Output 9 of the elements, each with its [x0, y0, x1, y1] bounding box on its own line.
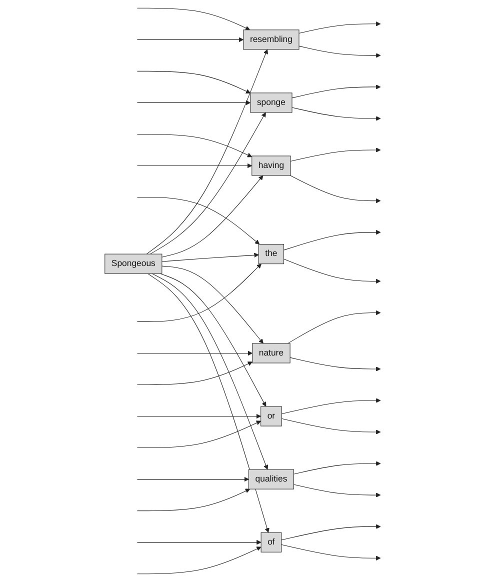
- word-box: of: [260, 532, 282, 552]
- word-box: qualities: [248, 469, 294, 490]
- word-box: or: [260, 406, 282, 426]
- word-box: sponge: [250, 92, 292, 113]
- word-box: the: [258, 244, 284, 264]
- word-box: having: [252, 156, 291, 176]
- word-box: nature: [252, 343, 290, 364]
- word-box: resembling: [243, 30, 300, 50]
- word-box: Spongeous: [104, 254, 162, 274]
